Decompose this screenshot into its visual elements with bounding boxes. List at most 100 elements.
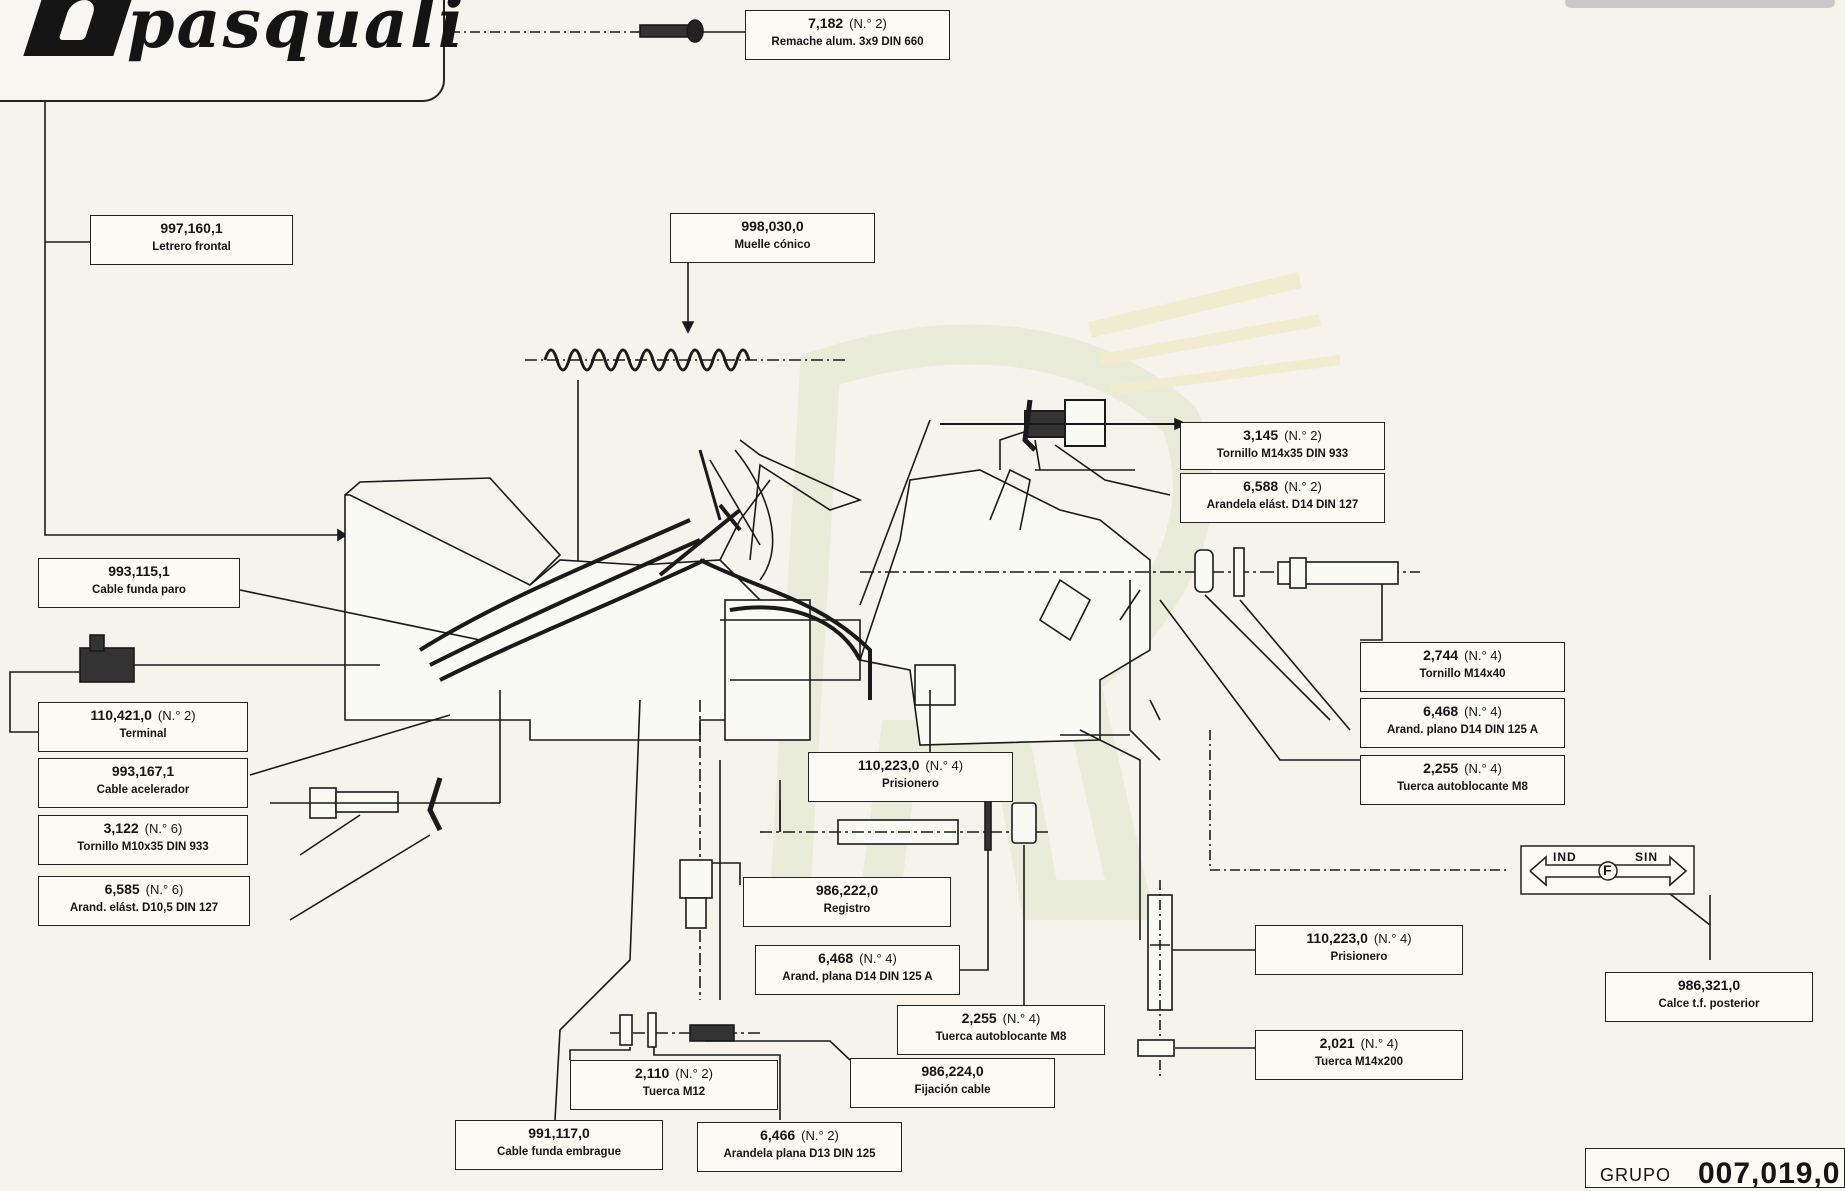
part-number-line: 998,030,0 [671,218,874,236]
part-description: Arand. elást. D10,5 DIN 127 [69,901,219,914]
part-number: 6,585 [104,881,140,897]
part-callout-p6585: 6,585 (N.° 6) Arand. elást. D10,5 DIN 127 [38,876,250,926]
part-number: 7,182 [808,15,844,31]
part-number-line: 6,588 (N.° 2) [1181,478,1384,496]
part-description: Cable funda embrague [497,1145,621,1158]
part-number: 6,588 [1243,478,1279,494]
part-quantity: (N.° 2) [801,1128,839,1143]
part-callout-p3122: 3,122 (N.° 6) Tornillo M10x35 DIN 933 [38,815,248,865]
part-callout-p2021: 2,021(N.° 4)Tuerca M14x200 [1255,1030,1463,1080]
part-quantity: (N.° 2) [1284,479,1322,494]
part-quantity: (N.° 6) [145,882,184,897]
part-callout-p2110: 2,110(N.° 2)Tuerca M12 [570,1060,778,1110]
part-quantity: (N.° 6) [144,821,183,836]
part-description: Prisionero [1330,950,1388,963]
part-number-line: 6,466(N.° 2) [698,1127,901,1145]
grupo-label: GRUPO [1600,1165,1672,1185]
part-description: Cable funda paro [92,583,186,596]
part-number-line: 997,160,1 [91,220,292,238]
part-description: Arand. plano D14 DIN 125 A [1386,723,1539,736]
part-callout-p110223b: 110,223,0(N.° 4)Prisionero [1255,925,1463,975]
part-quantity: (N.° 4) [1373,931,1412,946]
part-number: 998,030,0 [741,218,804,234]
window-corner-tab [1565,0,1835,8]
part-number-line: 3,122 (N.° 6) [39,820,247,838]
part-number-line: 993,115,1 [39,563,239,581]
part-number: 993,115,1 [108,563,170,579]
part-number: 110,421,0 [90,707,152,723]
part-description: Tornillo M10x35 DIN 933 [77,840,209,853]
part-number: 2,110 [635,1065,670,1081]
part-number: 2,255 [961,1010,997,1026]
part-number: 986,222,0 [815,882,879,898]
part-callout-p7182: 7,182(N.° 2)Remache alum. 3x9 DIN 660 [745,10,950,60]
part-callout-p2744: 2,744(N.° 4) Tornillo M14x40 [1360,642,1565,692]
part-number-line: 986,222,0 [744,882,950,900]
part-description: Calce t.f. posterior [1658,997,1760,1010]
part-callout-p110421: 110,421,0(N.° 2)Terminal [38,702,248,752]
part-number: 2,744 [1423,647,1459,663]
part-number-line: 110,223,0(N.° 4) [809,757,1012,775]
part-number-line: 2,255(N.° 4) [1361,760,1564,778]
calce-left-label: IND [1553,850,1577,864]
part-number-line: 2,110 (N.° 2) [571,1065,777,1083]
part-number: 991,117,0 [528,1125,590,1141]
part-number-line: 2,744(N.° 4) [1361,647,1564,665]
calce-direction-symbol [1520,845,1695,895]
part-number: 3,122 [103,820,139,836]
part-quantity: (N.° 4) [925,758,964,773]
part-number: 2,021 [1319,1035,1355,1051]
part-number: 6,468 [818,950,854,966]
part-number-line: 993,167,1 [39,763,247,781]
calce-right-label: SIN [1635,850,1659,864]
part-callout-p6588: 6,588(N.° 2)Arandela elást. D14 DIN 127 [1180,473,1385,523]
calce-center-label: F [1603,862,1612,878]
logo-text: pasquali [127,0,466,64]
part-number-line: 3,145 (N.° 2) [1181,427,1384,445]
part-description: Tornillo M14x40 [1419,667,1506,680]
logo-emblem [23,0,135,56]
part-callout-p2255b: 2,255 (N.° 4) Tuerca autoblocante M8 [897,1005,1105,1055]
part-description: Tuerca autoblocante M8 [935,1030,1067,1043]
part-description: Muelle cónico [734,238,811,251]
part-number-line: 6,468(N.° 4) [1361,703,1564,721]
part-number-line: 986,224,0 [851,1063,1054,1081]
part-quantity: (N.° 2) [849,16,887,31]
part-number: 986,224,0 [921,1063,984,1079]
part-callout-p110223a: 110,223,0(N.° 4) Prisionero [808,752,1013,802]
part-description: Letrero frontal [152,240,231,253]
pasquali-logo: pasquali [0,0,464,102]
part-quantity: (N.° 4) [859,951,897,966]
parts-diagram: pasquali 7,182(N.° 2)Remache alum. 3x9 D… [0,0,1821,1177]
part-callout-p6468a: 6,468(N.° 4) Arand. plano D14 DIN 125 A [1360,698,1565,748]
part-quantity: (N.° 2) [675,1066,713,1081]
part-description: Tornillo M14x35 DIN 933 [1216,447,1349,460]
grupo-number: 007,019,0 [1698,1157,1841,1190]
part-number-line: 991,117,0 [456,1125,662,1143]
part-description: Arand. plana D14 DIN 125 A [782,970,933,983]
part-description: Prisionero [882,777,939,790]
part-number: 993,167,1 [111,763,175,779]
part-number: 6,468 [1423,703,1459,719]
part-quantity: (N.° 2) [1284,428,1322,443]
part-number-line: 2,255 (N.° 4) [898,1010,1104,1028]
part-number: 997,160,1 [160,220,223,236]
part-callout-p3145: 3,145 (N.° 2) Tornillo M14x35 DIN 933 [1180,422,1385,470]
part-number-line: 7,182 (N.° 2) [746,15,949,33]
part-number: 3,145 [1243,427,1279,443]
part-callout-p6468b: 6,468 (N.° 4) Arand. plana D14 DIN 125 A [755,945,960,995]
part-description: Tuerca autoblocante M8 [1397,780,1528,793]
grupo-box: GRUPO 007,019,0 [1585,1148,1845,1190]
exploded-assembly-drawing [0,19,1711,1121]
part-number-line: 110,421,0(N.° 2) [39,707,247,725]
part-description: Registro [823,902,871,915]
part-number-line: 6,468 (N.° 4) [756,950,959,968]
part-quantity: (N.° 4) [1002,1011,1041,1026]
